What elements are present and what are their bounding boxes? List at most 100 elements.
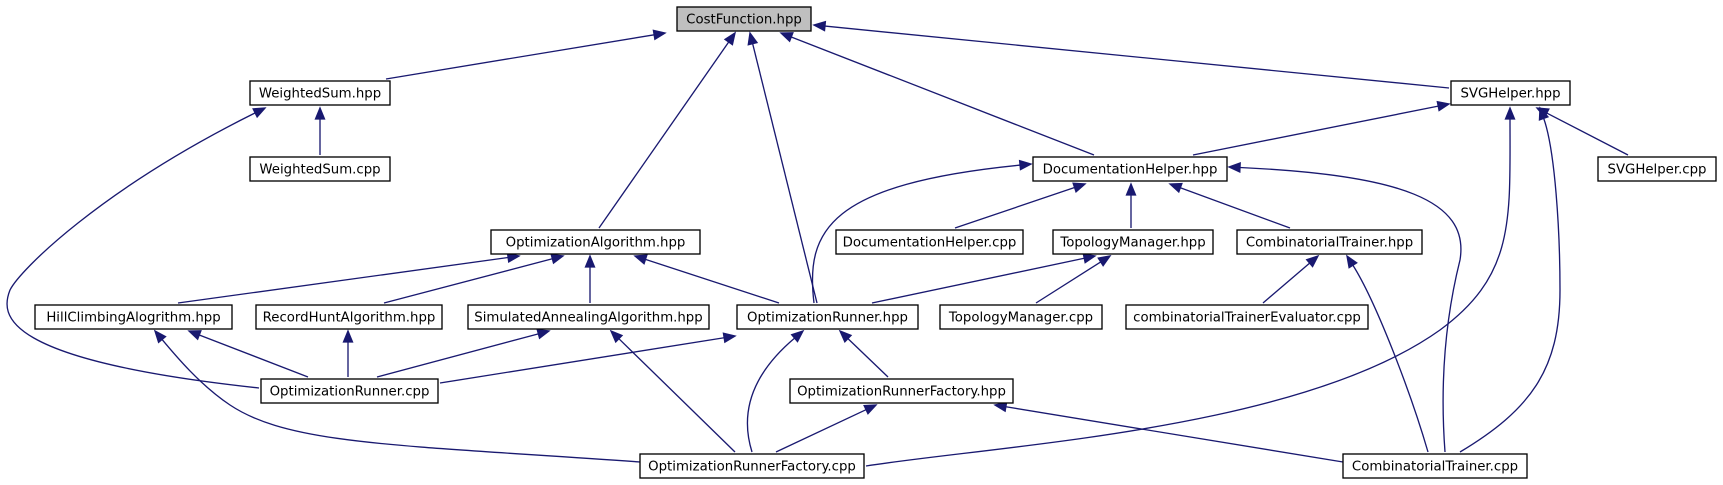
node-box[interactable] <box>736 304 919 330</box>
edge-optimizationrunnerfactory_cpp-to-svghelper_hpp <box>865 106 1516 467</box>
arrowhead-icon <box>993 401 1008 413</box>
edge-optimizationrunner_hpp-to-topologymanager_hpp <box>871 253 1097 304</box>
edge-line <box>824 25 1450 89</box>
arrowhead-icon <box>1538 106 1550 121</box>
edge-simulatedannealing_hpp-to-optimizationalgorithm_hpp <box>584 254 596 303</box>
node-label: combinatorialTrainerEvaluator.cpp <box>1133 311 1361 326</box>
node-box[interactable] <box>34 304 233 330</box>
node-box[interactable] <box>249 156 391 182</box>
node-box[interactable] <box>676 6 812 32</box>
node-label: SVGHelper.cpp <box>1608 163 1707 178</box>
edge-optimizationrunner_cpp-to-weightedsum_hpp <box>6 107 267 389</box>
node-box[interactable] <box>255 304 443 330</box>
edge-line <box>161 339 641 463</box>
edge-optimizationrunnerfactory_cpp-to-hillclimbing_hpp <box>153 329 641 463</box>
node-box[interactable] <box>939 304 1103 330</box>
edge-hillclimbing_hpp-to-optimizationalgorithm_hpp <box>177 252 521 304</box>
node-combinatorialtrainer-hpp[interactable]: CombinatorialTrainer.hpp <box>1236 229 1423 255</box>
node-hillclimbing-hpp[interactable]: HillClimbingAlogrithm.hpp <box>34 304 233 330</box>
edge-line <box>385 34 655 80</box>
node-label: TopologyManager.hpp <box>1059 236 1205 251</box>
node-recordhunt-hpp[interactable]: RecordHuntAlgorithm.hpp <box>255 304 443 330</box>
node-svghelper-cpp[interactable]: SVGHelper.cpp <box>1597 156 1717 182</box>
node-box[interactable] <box>490 229 701 255</box>
node-box[interactable] <box>1597 156 1717 182</box>
edge-optimizationrunner_cpp-to-recordhunt_hpp <box>342 329 354 377</box>
node-weightedsum-cpp[interactable]: WeightedSum.cpp <box>249 156 391 182</box>
edge-combinatorialtrainer_hpp-to-documentationhelper_hpp <box>1168 182 1291 229</box>
edge-line <box>376 333 539 378</box>
node-box[interactable] <box>467 304 710 330</box>
node-weightedsum-hpp[interactable]: WeightedSum.hpp <box>249 80 391 106</box>
edge-topologymanager_cpp-to-topologymanager_hpp <box>1035 255 1112 304</box>
node-topologymanager-hpp[interactable]: TopologyManager.hpp <box>1052 229 1214 255</box>
arrowhead-icon <box>187 330 202 341</box>
edge-recordhunt_hpp-to-optimizationalgorithm_hpp <box>383 253 565 304</box>
arrowhead-icon <box>1018 159 1033 171</box>
arrowhead-icon <box>1125 182 1137 196</box>
node-optimizationrunner-hpp[interactable]: OptimizationRunner.hpp <box>736 304 919 330</box>
node-box[interactable] <box>1052 229 1214 255</box>
node-box[interactable] <box>835 229 1024 255</box>
node-box[interactable] <box>639 453 865 479</box>
edge-line <box>1005 406 1344 463</box>
edge-svghelper_hpp-to-costfunction_hpp <box>812 20 1450 89</box>
arrowhead-icon <box>790 329 805 343</box>
node-box[interactable] <box>1125 304 1369 330</box>
arrowhead-icon <box>342 329 354 343</box>
node-box[interactable] <box>789 378 1014 404</box>
node-optimizationrunnerfactory-hpp[interactable]: OptimizationRunnerFactory.hpp <box>789 378 1014 404</box>
node-label: HillClimbingAlogrithm.hpp <box>46 311 220 326</box>
arrowhead-icon <box>1305 254 1320 268</box>
edge-line <box>177 256 509 304</box>
node-documentationhelper-hpp[interactable]: DocumentationHelper.hpp <box>1032 156 1228 182</box>
node-label: SVGHelper.hpp <box>1460 87 1560 102</box>
arrowhead-icon <box>1504 106 1516 120</box>
edge-line <box>645 258 780 304</box>
edge-optimizationrunnerfactory_cpp-to-optimizationrunner_hpp <box>746 329 805 453</box>
node-combinatorialtrainer-cpp[interactable]: CombinatorialTrainer.cpp <box>1342 453 1528 479</box>
node-costfunction-hpp[interactable]: CostFunction.hpp <box>676 6 812 32</box>
edge-optimizationrunner_cpp-to-simulatedannealing_hpp <box>376 328 551 378</box>
edge-optimizationalgorithm_hpp-to-costfunction_hpp <box>598 31 737 229</box>
node-svghelper-hpp[interactable]: SVGHelper.hpp <box>1450 80 1571 106</box>
edge-optimizationrunner_hpp-to-optimizationalgorithm_hpp <box>633 254 780 304</box>
node-optimizationrunner-cpp[interactable]: OptimizationRunner.cpp <box>260 378 439 404</box>
edge-documentationhelper_cpp-to-documentationhelper_hpp <box>954 182 1087 229</box>
node-label: DocumentationHelper.hpp <box>1043 163 1218 178</box>
arrowhead-icon <box>838 329 853 344</box>
node-box[interactable] <box>249 80 391 106</box>
node-simulatedannealing-hpp[interactable]: SimulatedAnnealingAlgorithm.hpp <box>467 304 710 330</box>
arrowhead-icon <box>779 32 794 43</box>
node-topologymanager-cpp[interactable]: TopologyManager.cpp <box>939 304 1103 330</box>
node-label: SimulatedAnnealingAlgorithm.hpp <box>474 311 702 326</box>
edge-combinatorialtrainer_cpp-to-documentationhelper_hpp <box>1227 162 1462 453</box>
node-label: CombinatorialTrainer.cpp <box>1352 460 1518 475</box>
edge-combinatorialtrainer_cpp-to-combinatorialtrainer_hpp <box>1346 254 1429 453</box>
edge-line <box>865 118 1511 467</box>
arrowhead-icon <box>609 329 624 344</box>
node-combinatorialtrainerevaluator-cpp[interactable]: combinatorialTrainerEvaluator.cpp <box>1125 304 1369 330</box>
arrowhead-icon <box>1168 182 1183 194</box>
node-optimizationalgorithm-hpp[interactable]: OptimizationAlgorithm.hpp <box>490 229 701 255</box>
node-box[interactable] <box>1342 453 1528 479</box>
arrowhead-icon <box>550 253 565 265</box>
edge-combinatorialtrainerevaluator_cpp-to-combinatorialtrainer_hpp <box>1262 254 1320 304</box>
edge-line <box>199 334 309 378</box>
arrowhead-icon <box>1072 182 1087 193</box>
edge-line <box>775 409 867 453</box>
edge-line <box>1459 118 1561 453</box>
node-box[interactable] <box>260 378 439 404</box>
edge-line <box>954 186 1075 229</box>
node-documentationhelper-cpp[interactable]: DocumentationHelper.cpp <box>835 229 1024 255</box>
node-box[interactable] <box>1450 80 1571 106</box>
edge-optimizationrunner_cpp-to-hillclimbing_hpp <box>187 330 309 378</box>
node-box[interactable] <box>1032 156 1228 182</box>
node-label: TopologyManager.cpp <box>948 311 1093 326</box>
edge-topologymanager_hpp-to-documentationhelper_hpp <box>1125 182 1137 228</box>
node-box[interactable] <box>1236 229 1423 255</box>
edge-line <box>847 338 889 378</box>
node-optimizationrunnerfactory-cpp[interactable]: OptimizationRunnerFactory.cpp <box>639 453 865 479</box>
edge-optimizationrunner_hpp-to-costfunction_hpp <box>747 31 818 304</box>
edges-layer <box>6 20 1629 467</box>
